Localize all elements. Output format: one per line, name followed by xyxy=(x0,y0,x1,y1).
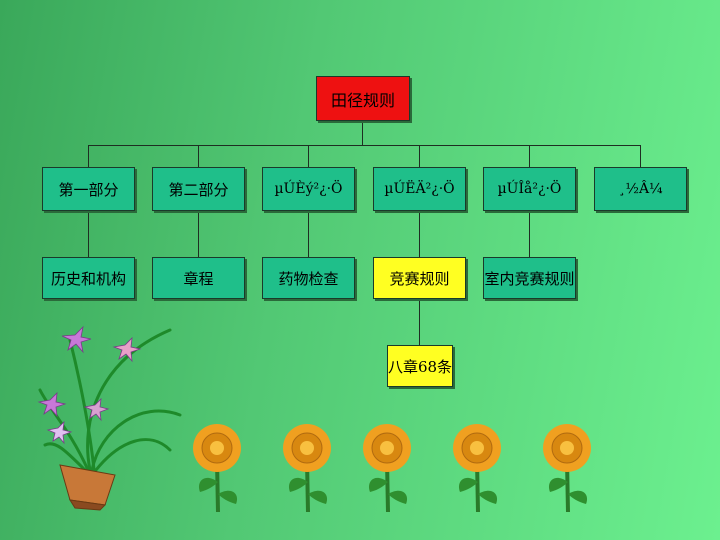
sunflower-icon-1 xyxy=(193,424,241,513)
stem-4 xyxy=(419,145,420,167)
stem-1 xyxy=(88,145,89,167)
stem-l2-2 xyxy=(198,211,199,257)
sunflower-icon-2 xyxy=(283,424,331,513)
part-5-node: µÚÎå²¿·Ö xyxy=(483,167,576,211)
chapters-node: 八章68条 xyxy=(387,345,453,387)
part-2-node: 第二部分 xyxy=(152,167,245,211)
doping-node: 药物检查 xyxy=(262,257,355,299)
stem-l2-4 xyxy=(419,211,420,257)
stem-6 xyxy=(640,145,641,167)
root-node: 田径规则 xyxy=(316,76,410,121)
root-stem xyxy=(362,121,363,145)
stem-3 xyxy=(308,145,309,167)
stem-l2-1 xyxy=(88,211,89,257)
stem-5 xyxy=(529,145,530,167)
stem-l2-3 xyxy=(308,211,309,257)
sunflower-icon-4 xyxy=(453,424,501,513)
sunflower-icon-3 xyxy=(363,424,411,513)
competition-rules-node: 竞赛规则 xyxy=(373,257,466,299)
stem-l2-5 xyxy=(529,211,530,257)
sunflower-icon-5 xyxy=(543,424,591,513)
history-node: 历史和机构 xyxy=(42,257,135,299)
stem-l3 xyxy=(419,299,420,345)
indoor-rules-node: 室内竞赛规则 xyxy=(483,257,576,299)
stem-2 xyxy=(198,145,199,167)
part-3-node: µÚÈý²¿·Ö xyxy=(262,167,355,211)
part-4-node: µÚËÄ²¿·Ö xyxy=(373,167,466,211)
orchid-plant-icon xyxy=(37,325,182,511)
level1-bus xyxy=(88,145,641,146)
appendix-node: ¸½Â¼ xyxy=(594,167,687,211)
charter-node: 章程 xyxy=(152,257,245,299)
part-1-node: 第一部分 xyxy=(42,167,135,211)
